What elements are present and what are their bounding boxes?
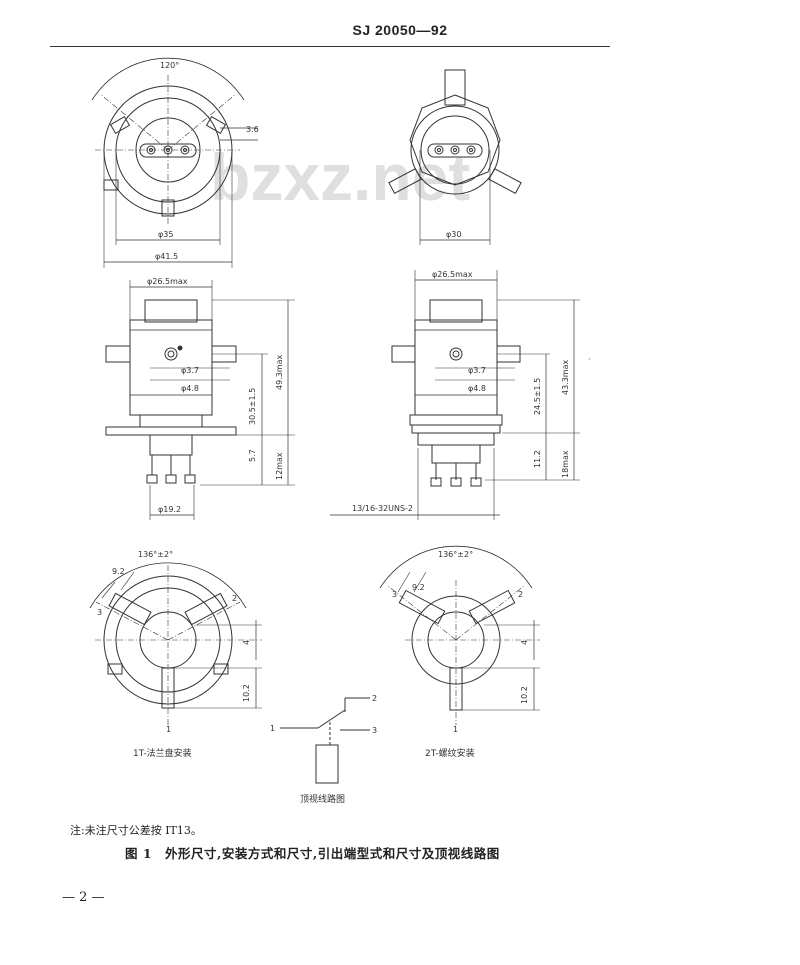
terminal-1-label: 1 xyxy=(453,725,458,734)
circuit-terminal-2: 2 xyxy=(372,694,377,703)
hole-b-label: φ4.8 xyxy=(468,384,486,393)
base-diameter-label: φ19.2 xyxy=(158,505,181,514)
circuit-caption: 顶视线路图 xyxy=(300,793,345,805)
height-1-label: 30.5±1.5 xyxy=(248,388,257,425)
dim-4-label: 4 xyxy=(520,640,529,645)
terminal-view-threaded xyxy=(379,545,540,725)
terminal-2-label: 2 xyxy=(518,590,523,599)
terminal-1-label: 1 xyxy=(166,725,171,734)
width-label: 9.2 xyxy=(112,567,125,576)
height-2-label: 43.3max xyxy=(561,359,570,395)
view-caption: 2T-螺纹安装 xyxy=(425,747,475,759)
tolerance-note: 注:未注尺寸公差按 IT13。 xyxy=(70,824,202,837)
watermark: bzxz.net xyxy=(210,140,470,214)
slot-width-label: 3.6 xyxy=(246,125,259,134)
height-3-label: 5.7 xyxy=(248,449,257,462)
terminal-3-label: 3 xyxy=(97,608,102,617)
height-1-label: 24.5±1.5 xyxy=(533,378,542,415)
dim-10-label: 10.2 xyxy=(520,686,529,704)
height-3-label: 11.2 xyxy=(533,450,542,468)
dim-4-label: 4 xyxy=(242,640,251,645)
diameter-label: φ30 xyxy=(446,230,461,239)
angle-label: 120° xyxy=(160,61,179,70)
width-label: 9.2 xyxy=(412,583,425,592)
terminal-2-label: 2 xyxy=(232,594,237,603)
hole-a-label: φ3.7 xyxy=(181,366,199,375)
angle-label: 136°±2° xyxy=(138,550,173,559)
hole-a-label: φ3.7 xyxy=(468,366,486,375)
side-view-threaded xyxy=(330,270,580,520)
figure-caption: 图 1 外形尺寸,安装方式和尺寸,引出端型式和尺寸及顶视线路图 xyxy=(125,846,500,861)
max-diameter-label: φ26.5max xyxy=(432,270,473,279)
circuit-terminal-1: 1 xyxy=(270,724,275,733)
angle-label: 136°±2° xyxy=(438,550,473,559)
circuit-diagram xyxy=(280,697,370,784)
view-caption: 1T-法兰盘安装 xyxy=(133,747,192,759)
top-view-flange xyxy=(91,57,258,268)
outer-diameter-label: φ41.5 xyxy=(155,252,178,261)
terminal-3-label: 3 xyxy=(392,590,397,599)
circuit-terminal-3: 3 xyxy=(372,726,377,735)
height-4-label: 12max xyxy=(275,452,284,480)
top-view-threaded xyxy=(388,69,522,245)
standard-number: SJ 20050—92 xyxy=(352,22,448,38)
terminal-view-flange xyxy=(89,562,262,725)
svg-text:·: · xyxy=(588,355,591,364)
hole-b-label: φ4.8 xyxy=(181,384,199,393)
height-2-label: 49.3max xyxy=(275,354,284,390)
side-view-flange xyxy=(105,280,295,520)
max-diameter-label: φ26.5max xyxy=(147,277,188,286)
height-4-label: 18max xyxy=(561,450,570,478)
thread-spec-label: 13/16-32UNS-2 xyxy=(352,504,413,513)
inner-diameter-label: φ35 xyxy=(158,230,173,239)
page-number: — 2 — xyxy=(62,890,105,905)
dim-10-label: 10.2 xyxy=(242,684,251,702)
header-rule xyxy=(50,46,610,47)
